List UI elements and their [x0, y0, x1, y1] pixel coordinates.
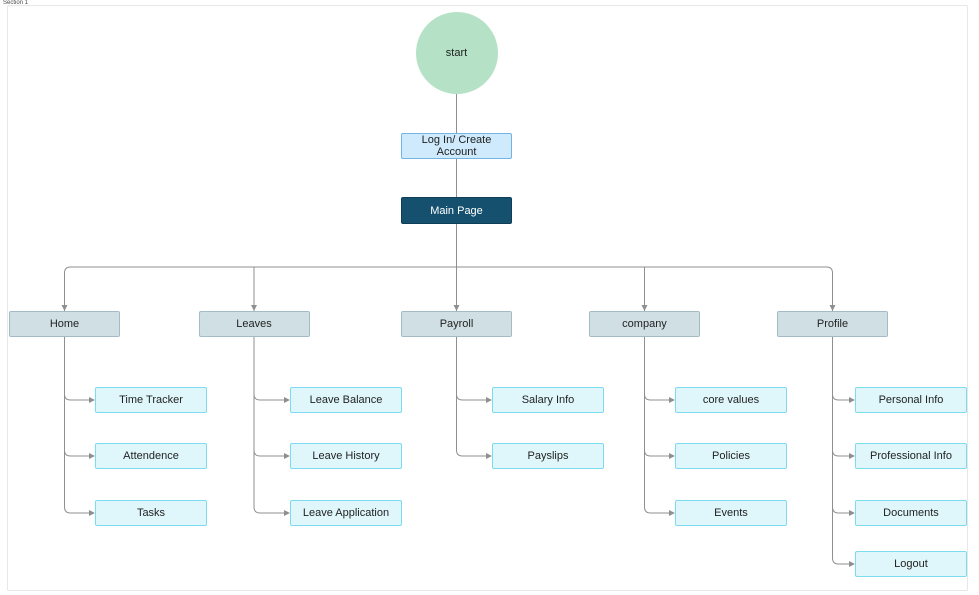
- branch-node-profile[interactable]: Profile: [777, 311, 888, 337]
- branch-node-company[interactable]: company: [589, 311, 700, 337]
- branch-node-home[interactable]: Home: [9, 311, 120, 337]
- leaf-node-logout[interactable]: Logout: [855, 551, 967, 577]
- leaf-node-salary-info[interactable]: Salary Info: [492, 387, 604, 413]
- branch-node-leaves[interactable]: Leaves: [198, 311, 310, 337]
- leaf-node-time-tracker[interactable]: Time Tracker: [95, 387, 207, 413]
- leaf-node-tasks[interactable]: Tasks: [95, 500, 207, 526]
- login-create-account-node[interactable]: Log In/ Create Account: [401, 133, 512, 159]
- leaf-node-leave-balance[interactable]: Leave Balance: [290, 387, 402, 413]
- leaf-node-leave-history[interactable]: Leave History: [290, 443, 402, 469]
- leaf-node-policies[interactable]: Policies: [675, 443, 787, 469]
- start-node[interactable]: start: [415, 12, 498, 94]
- section-label: Section 1: [3, 0, 29, 6]
- leaf-node-leave-application[interactable]: Leave Application: [290, 500, 402, 526]
- branch-node-payroll[interactable]: Payroll: [401, 311, 512, 337]
- leaf-node-professional-info[interactable]: Professional Info: [855, 443, 967, 469]
- leaf-node-core-values[interactable]: core values: [675, 387, 787, 413]
- leaf-node-documents[interactable]: Documents: [855, 500, 967, 526]
- leaf-node-personal-info[interactable]: Personal Info: [855, 387, 967, 413]
- leaf-node-payslips[interactable]: Payslips: [492, 443, 604, 469]
- main-page-node[interactable]: Main Page: [401, 197, 512, 224]
- leaf-node-attendence[interactable]: Attendence: [95, 443, 207, 469]
- leaf-node-events[interactable]: Events: [675, 500, 787, 526]
